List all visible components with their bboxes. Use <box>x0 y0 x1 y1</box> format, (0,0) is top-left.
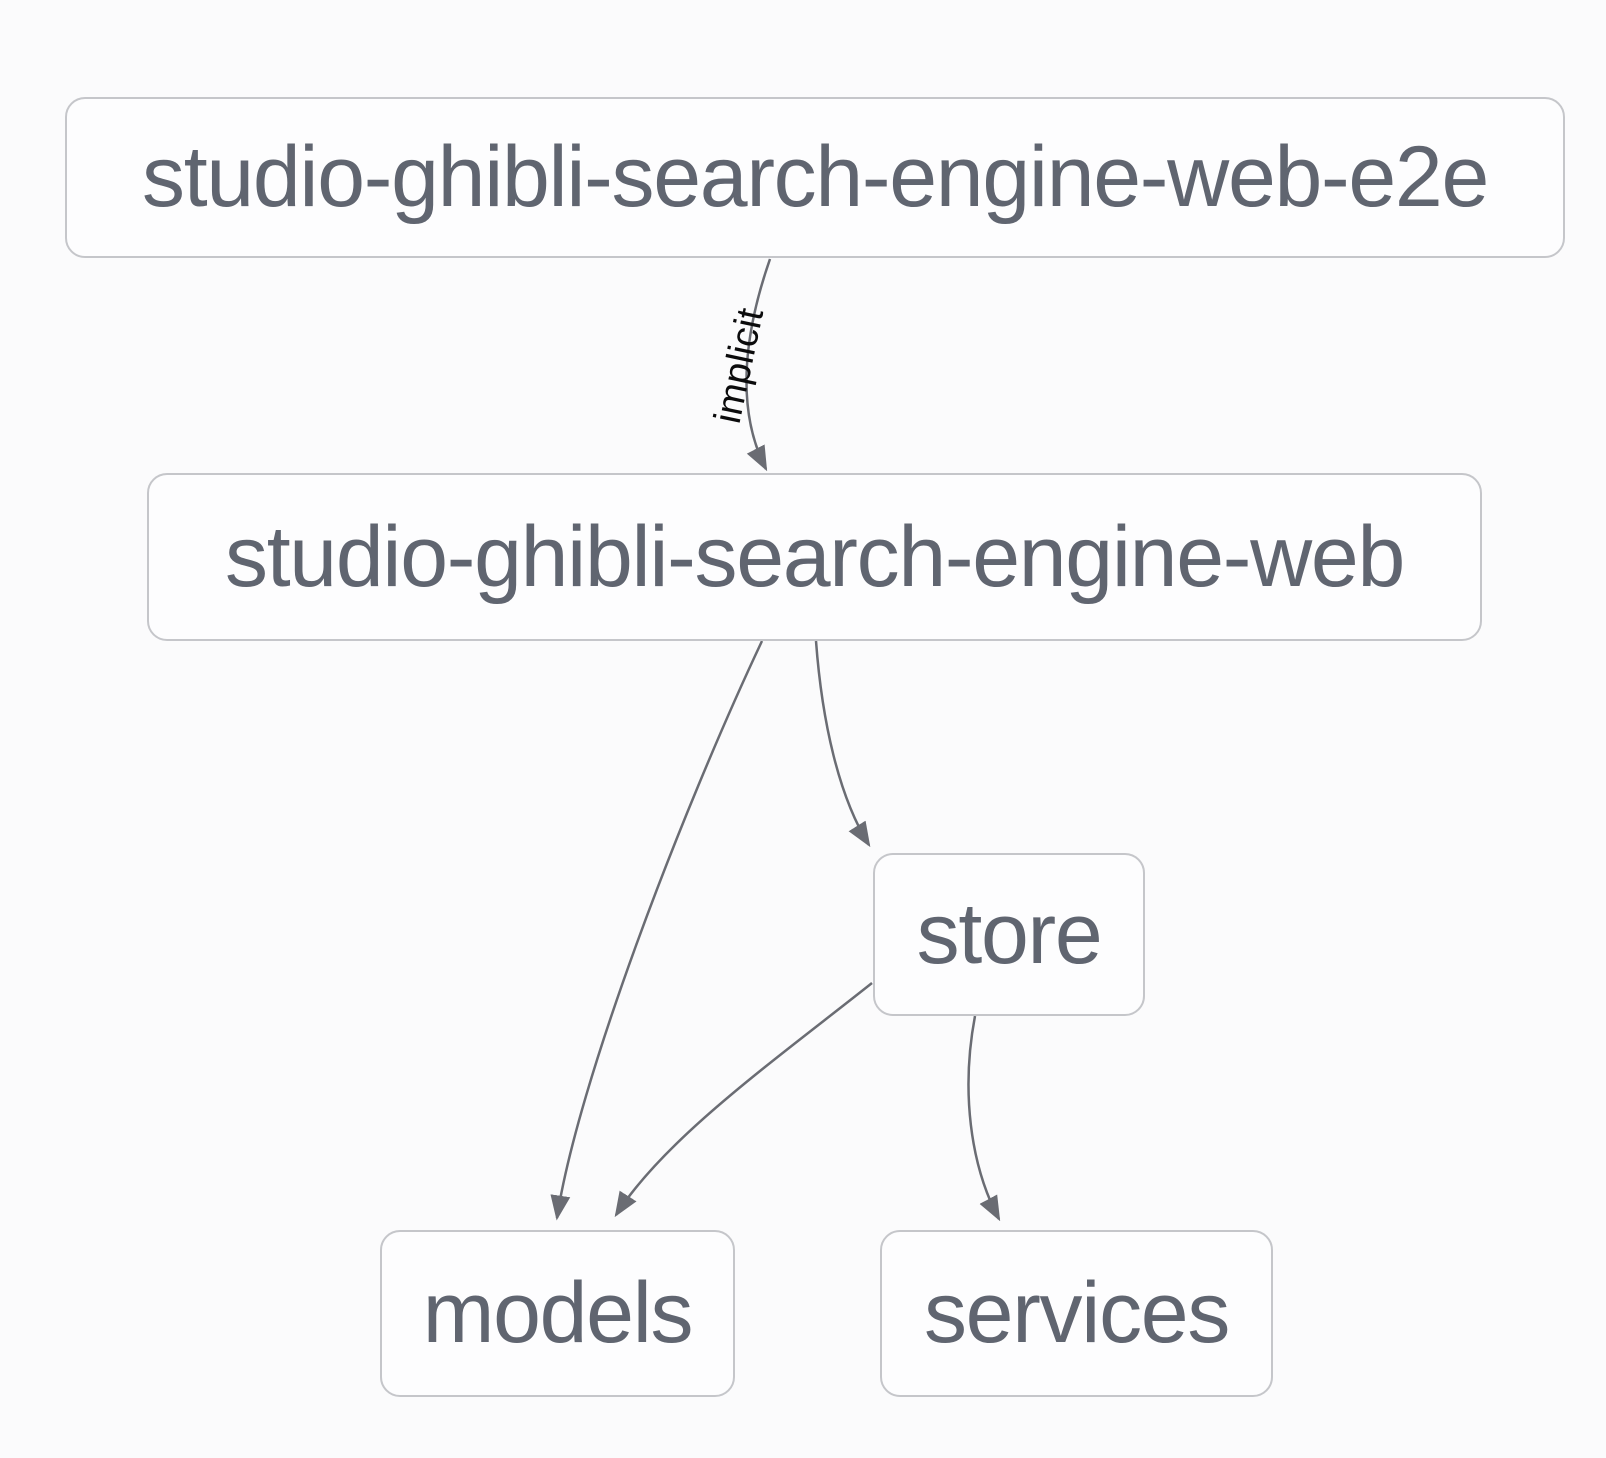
node-label: studio-ghibli-search-engine-web-e2e <box>142 129 1489 225</box>
node-services[interactable]: services <box>880 1230 1273 1397</box>
node-store[interactable]: store <box>873 853 1145 1016</box>
node-studio-ghibli-search-engine-web[interactable]: studio-ghibli-search-engine-web <box>147 473 1482 641</box>
node-label: models <box>422 1265 694 1361</box>
node-models[interactable]: models <box>380 1230 735 1397</box>
node-label: services <box>923 1265 1230 1361</box>
edge-store-to-services <box>967 1015 1001 1222</box>
node-studio-ghibli-search-engine-web-e2e[interactable]: studio-ghibli-search-engine-web-e2e <box>65 97 1565 258</box>
edge-web-to-store <box>814 640 871 848</box>
edge-label-implicit: implicit <box>706 304 773 428</box>
node-label: store <box>916 886 1103 982</box>
node-label: studio-ghibli-search-engine-web <box>224 508 1405 605</box>
edge-store-to-models <box>614 982 873 1218</box>
edge-web-to-models <box>550 640 764 1221</box>
